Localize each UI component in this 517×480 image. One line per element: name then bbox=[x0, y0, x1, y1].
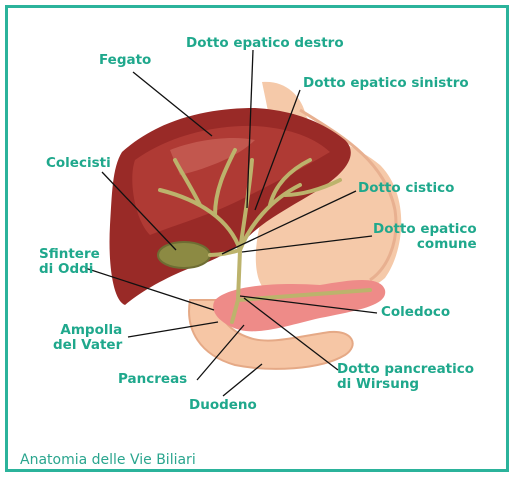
label-dotto-epatico-comune-line2: comune bbox=[373, 237, 477, 252]
figure-caption: Anatomia delle Vie Biliari bbox=[20, 452, 196, 468]
label-dotto-pancreatico-line1: Dotto pancreatico bbox=[337, 362, 474, 377]
label-sfintere-di-oddi: Sfintere di Oddi bbox=[39, 247, 100, 277]
label-duodeno: Duodeno bbox=[189, 398, 257, 413]
label-colecisti: Colecisti bbox=[46, 156, 111, 171]
label-ampolla-line2: del Vater bbox=[53, 338, 122, 353]
label-ampolla-line1: Ampolla bbox=[53, 323, 122, 338]
label-dotto-epatico-comune: Dotto epatico comune bbox=[373, 222, 477, 252]
label-fegato: Fegato bbox=[99, 53, 151, 68]
label-sfintere-line1: Sfintere bbox=[39, 247, 100, 262]
label-pancreas: Pancreas bbox=[118, 372, 187, 387]
label-dotto-epatico-sinistro: Dotto epatico sinistro bbox=[303, 76, 469, 91]
label-sfintere-line2: di Oddi bbox=[39, 262, 100, 277]
label-dotto-epatico-comune-line1: Dotto epatico bbox=[373, 222, 477, 237]
label-dotto-cistico: Dotto cistico bbox=[358, 181, 454, 196]
label-dotto-epatico-destro: Dotto epatico destro bbox=[186, 36, 344, 51]
gallbladder bbox=[158, 242, 210, 268]
label-dotto-pancreatico-line2: di Wirsung bbox=[337, 377, 474, 392]
label-coledoco: Coledoco bbox=[381, 305, 450, 320]
label-ampolla-del-vater: Ampolla del Vater bbox=[53, 323, 122, 353]
label-dotto-pancreatico: Dotto pancreatico di Wirsung bbox=[337, 362, 474, 392]
